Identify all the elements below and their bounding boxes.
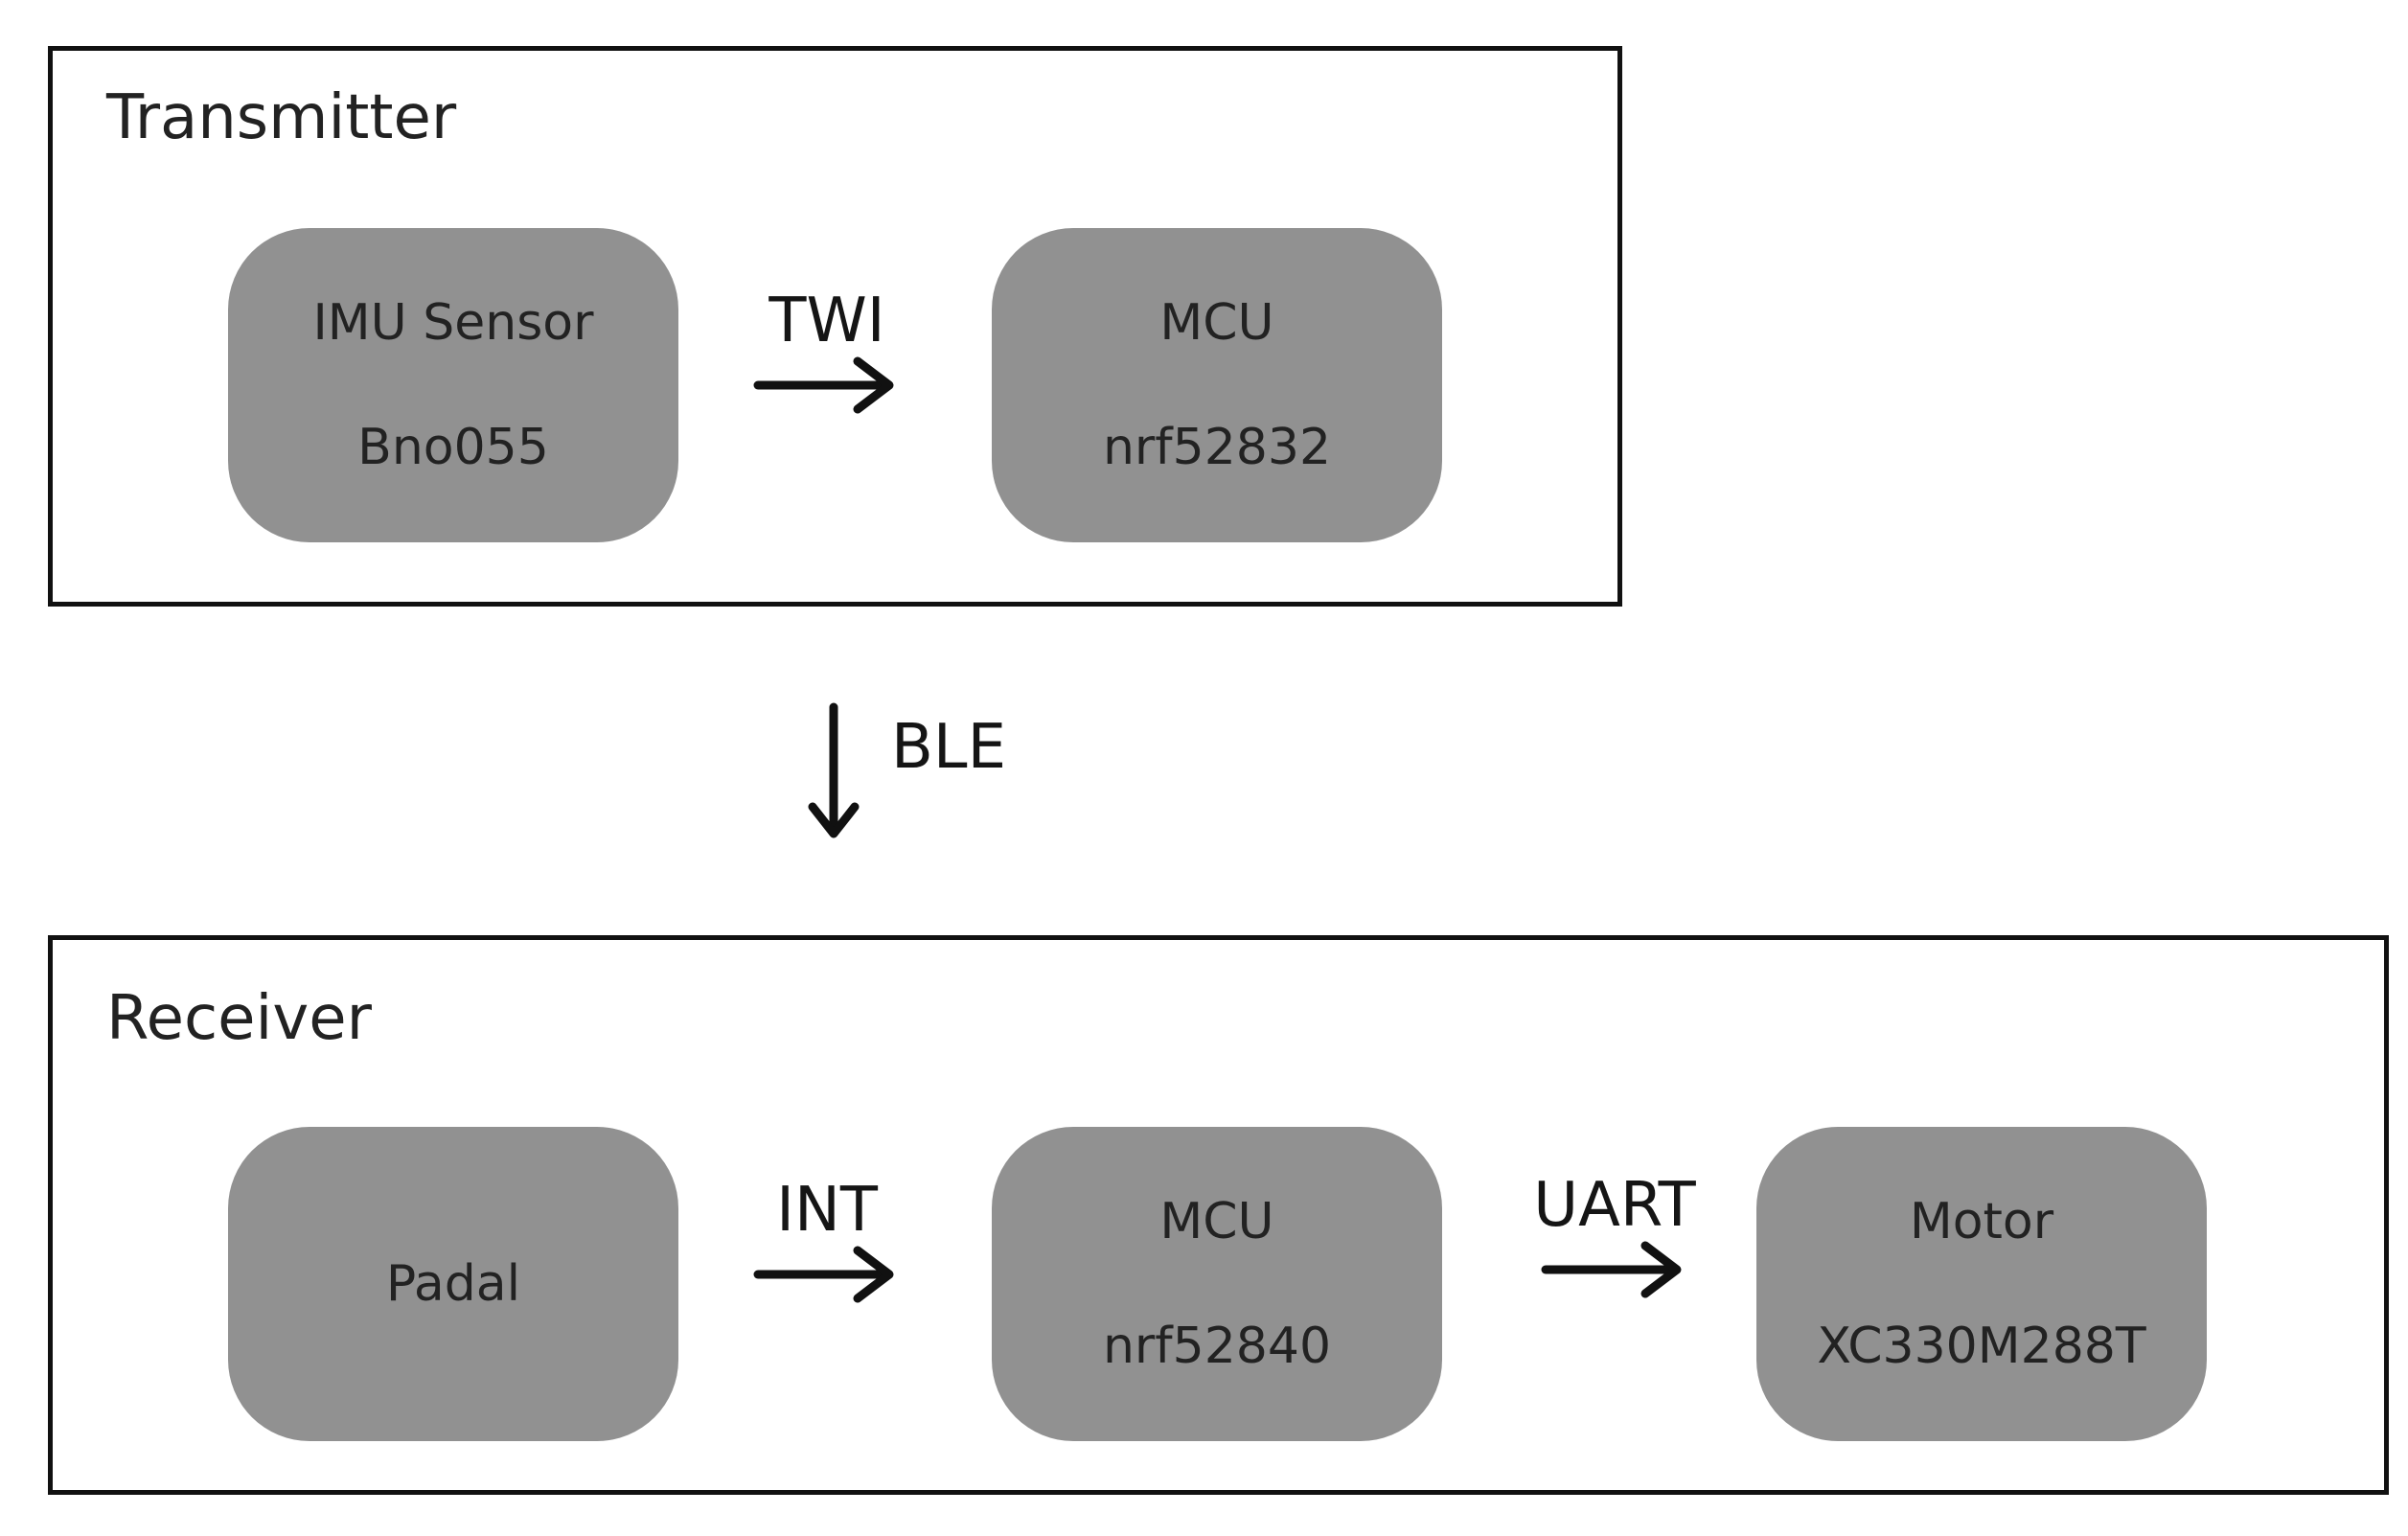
- imu-sensor-block: IMU Sensor Bno055: [228, 228, 678, 542]
- ble-link: BLE: [805, 699, 1092, 843]
- tx-mcu-block: MCU nrf52832: [992, 228, 1442, 542]
- rx-mcu-block: MCU nrf52840: [992, 1127, 1442, 1441]
- motor-label: Motor: [1909, 1193, 2054, 1250]
- right-arrow-icon: [1541, 1241, 1682, 1298]
- uart-label: UART: [1533, 1170, 1696, 1241]
- right-arrow-icon: [753, 356, 894, 414]
- tx-mcu-model: nrf52832: [1102, 419, 1332, 476]
- ble-label: BLE: [891, 712, 1006, 783]
- rx-mcu-model: nrf52840: [1102, 1318, 1332, 1375]
- receiver-title: Receiver: [106, 983, 372, 1054]
- right-arrow-icon: [753, 1246, 894, 1303]
- padal-label: Padal: [385, 1255, 521, 1313]
- imu-sensor-label: IMU Sensor: [312, 294, 594, 352]
- down-arrow-icon: [808, 702, 860, 838]
- motor-block: Motor XC330M288T: [1756, 1127, 2207, 1441]
- motor-model: XC330M288T: [1817, 1318, 2146, 1375]
- imu-sensor-model: Bno055: [357, 419, 549, 476]
- uart-link: UART: [1528, 1175, 1701, 1303]
- rx-mcu-label: MCU: [1159, 1193, 1274, 1250]
- tx-mcu-label: MCU: [1159, 294, 1274, 352]
- twi-link: TWI: [750, 290, 904, 419]
- padal-block: Padal: [228, 1127, 678, 1441]
- int-link: INT: [750, 1180, 904, 1308]
- int-label: INT: [776, 1175, 878, 1246]
- transmitter-group: Transmitter IMU Sensor Bno055 TWI MCU nr…: [48, 46, 1622, 607]
- transmitter-title: Transmitter: [106, 82, 457, 153]
- twi-label: TWI: [768, 286, 885, 356]
- receiver-group: Receiver Padal INT MCU nrf52840 UART Mot…: [48, 935, 2389, 1495]
